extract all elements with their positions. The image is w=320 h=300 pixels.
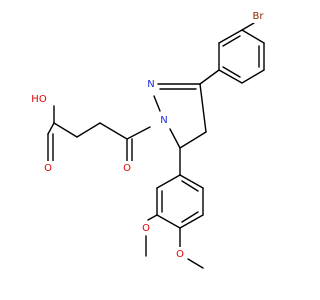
bromine-atom: Br — [249, 9, 267, 23]
bond — [53, 122, 78, 138]
molecule-structure: Br N N HO O O — [30, 9, 267, 269]
bond — [153, 95, 161, 112]
label-background — [158, 113, 170, 127]
label-background — [30, 92, 48, 106]
bond — [179, 214, 204, 229]
nitrogen-1-atom: N — [145, 77, 157, 91]
bond — [218, 29, 243, 44]
bromine-label: Br — [253, 11, 265, 22]
bond — [156, 174, 181, 189]
bond-inner — [222, 35, 241, 47]
hydroxyl-oxygen-atom: HO — [30, 92, 48, 106]
bond — [76, 122, 101, 138]
bond — [47, 122, 55, 135]
bond — [218, 69, 243, 84]
methoxy-oxygen-3-atom: O — [140, 221, 152, 235]
label-background — [42, 161, 54, 175]
label-background — [140, 221, 152, 235]
bond-inner — [181, 180, 199, 192]
nitrogen-1-label: N — [147, 79, 154, 90]
bond-inner — [222, 66, 241, 78]
bond — [187, 258, 204, 269]
bond — [169, 128, 181, 149]
atom-labels: Br N N HO O O — [30, 9, 267, 261]
bond — [241, 22, 255, 31]
acid-carbonyl-oxygen-atom: O — [42, 161, 54, 175]
label-background — [145, 77, 157, 91]
hydroxyl-label: HO — [31, 94, 47, 105]
methoxy-oxygen-4-atom: O — [174, 247, 186, 261]
amide-carbonyl-oxygen-label: O — [123, 163, 131, 174]
bond — [199, 69, 220, 85]
label-background — [121, 161, 133, 175]
bond — [241, 29, 265, 44]
acid-carbonyl-oxygen-label: O — [44, 163, 52, 174]
bond-inner — [181, 211, 199, 223]
bond — [199, 83, 207, 133]
bond — [99, 122, 128, 140]
bond — [241, 69, 265, 84]
bond — [156, 214, 181, 229]
molecule-canvas: Br N N HO O O — [30, 9, 267, 269]
bond — [179, 174, 204, 189]
nitrogen-2-atom: N — [158, 113, 170, 127]
bond — [126, 126, 151, 140]
bond — [179, 131, 207, 149]
methoxy-oxygen-3-label: O — [142, 223, 150, 234]
methoxy-oxygen-4-label: O — [176, 249, 184, 260]
bond — [147, 214, 158, 221]
bonds — [47, 22, 265, 269]
label-background — [174, 247, 186, 261]
amide-carbonyl-oxygen-atom: O — [121, 161, 133, 175]
label-background — [249, 9, 267, 23]
nitrogen-2-label: N — [160, 115, 167, 126]
